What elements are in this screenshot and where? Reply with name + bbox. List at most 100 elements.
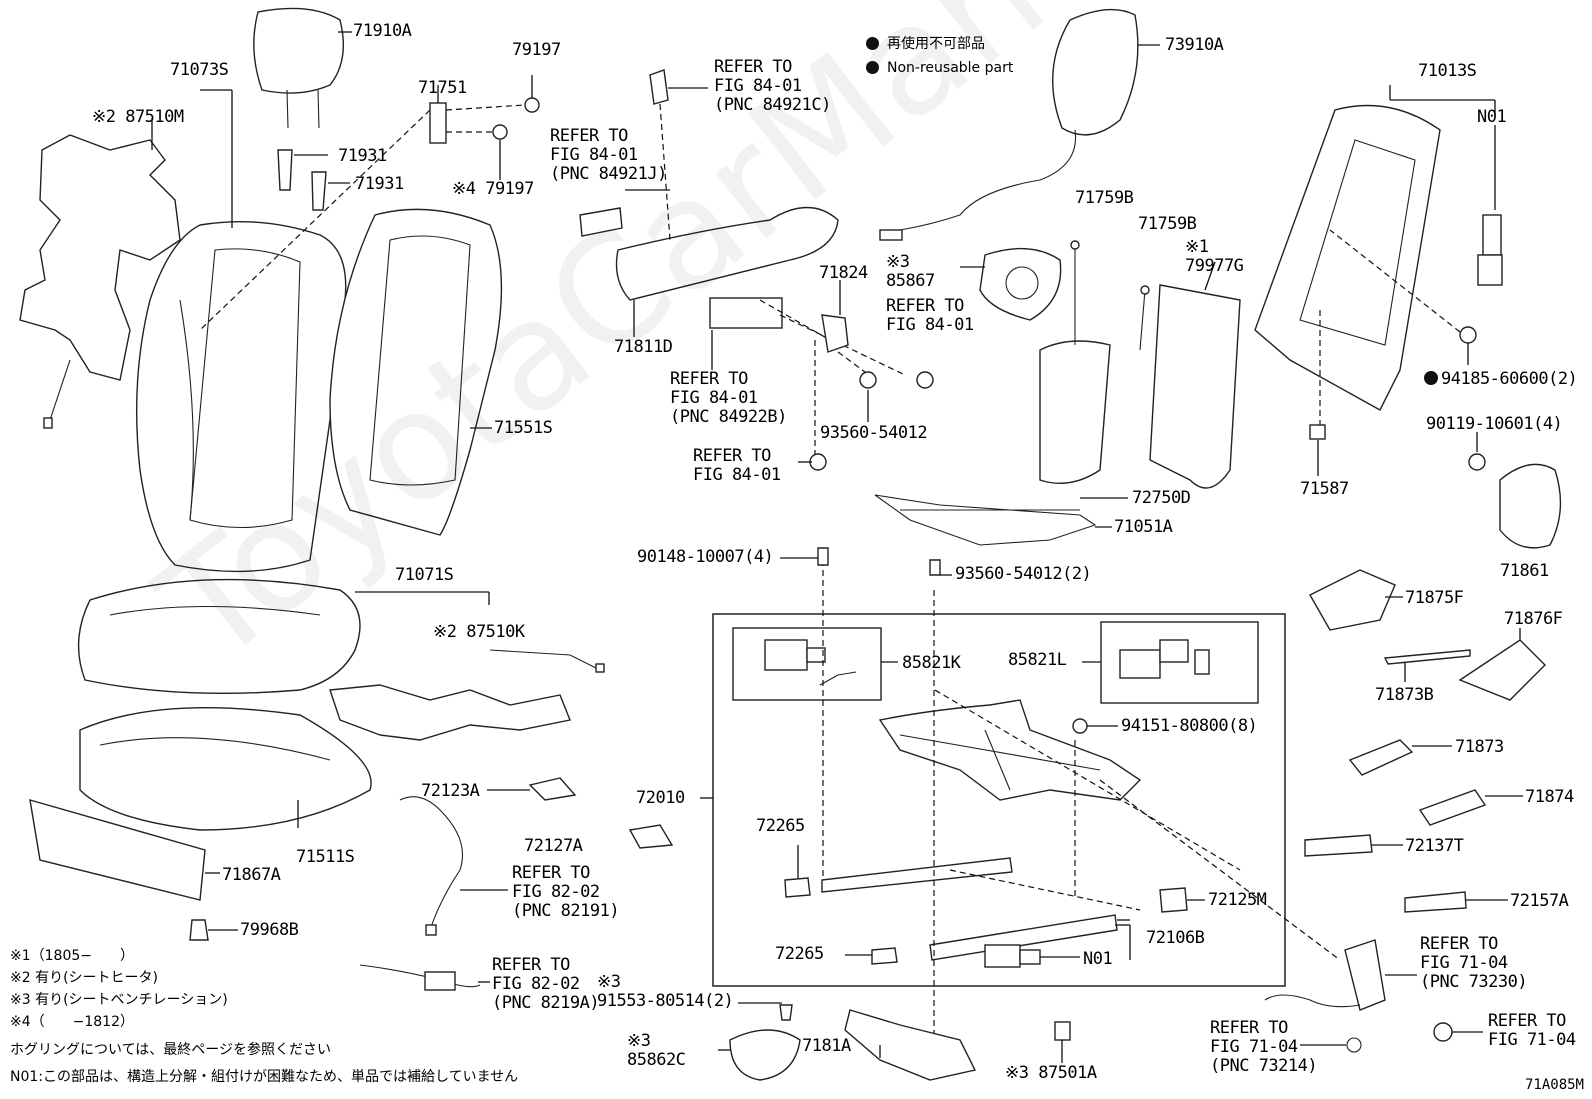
part-label: 71013S: [1418, 61, 1477, 81]
part-label: 71751: [418, 78, 467, 98]
part-label: 71867A: [222, 865, 281, 885]
part-label: 71861: [1500, 561, 1549, 581]
bolts-90148-93560: [780, 547, 952, 576]
brackets-72123A-72127A: [487, 777, 674, 849]
diagram-code: 71A085M: [1524, 1077, 1584, 1093]
headrest-drawing: [253, 7, 352, 129]
seatback-heater-mat: [19, 118, 181, 429]
note-1: ※1（1805− ）: [10, 948, 134, 964]
part-label: 71759B: [1075, 188, 1134, 208]
part-label: 71759B: [1138, 214, 1197, 234]
part-label: ※3 85862C: [627, 1031, 686, 1070]
clip-87501A: [1054, 1021, 1071, 1063]
part-label: 94151-80800(8): [1121, 716, 1258, 736]
part-label: ※3 91553-80514(2): [597, 972, 734, 1011]
part-label: 72106B: [1146, 928, 1205, 948]
part-label: ※3 87501A: [1005, 1063, 1097, 1083]
motor-85821K: [764, 639, 857, 686]
lumbar-72750D: [1039, 240, 1150, 499]
seatback-frame-71013S: [1254, 85, 1496, 411]
recliner-cover-71811D: [579, 69, 839, 337]
part-label: 72157A: [1510, 891, 1569, 911]
vent-harness-8219A: [359, 964, 490, 991]
motor-recliner: [1477, 214, 1503, 286]
part-label: 72137T: [1405, 836, 1464, 856]
note-4: ※4（ −1812）: [10, 1014, 134, 1030]
part-label: ※3 85867: [886, 252, 935, 291]
part-label: 85821K: [902, 653, 961, 673]
part-label: ※1 79977G: [1185, 237, 1244, 276]
part-label: 90119-10601(4): [1426, 414, 1563, 434]
part-label: 93560-54012(2): [955, 564, 1092, 584]
refer-label: REFER TO FIG 84-01: [886, 296, 974, 335]
cushion-harness-82191: [399, 796, 508, 936]
recliner-cover-71861: [1499, 463, 1562, 549]
part-label: 72750D: [1132, 488, 1191, 508]
part-label: 7181A: [802, 1036, 851, 1056]
refer-label: REFER TO FIG 71-04: [1488, 1011, 1576, 1050]
non-reusable-dot-icon: [866, 37, 879, 50]
part-label: 79197: [512, 40, 561, 60]
part-label: 71931: [355, 174, 404, 194]
note-2: ※2 有り(シートヒータ): [10, 970, 159, 986]
back-board-79977G: [1149, 261, 1241, 489]
bracket-71824: [798, 280, 934, 471]
part-label: 71874: [1525, 787, 1574, 807]
part-label: 72123A: [421, 781, 480, 801]
blower-85862C: [718, 1002, 801, 1081]
note-3: ※3 有り(シートベンチレーション): [10, 992, 228, 1008]
part-label: 71051A: [1114, 517, 1173, 537]
adjuster-box-72010: [700, 613, 1286, 987]
switch-84922B: [709, 297, 906, 376]
seat-frame-adjuster: [878, 699, 1142, 801]
part-label: 71071S: [395, 565, 454, 585]
seatback-pad: [329, 208, 503, 536]
part-label: N01: [1477, 107, 1507, 127]
part-label: ※4 79197: [452, 179, 534, 199]
part-label: 71073S: [170, 60, 229, 80]
part-label: N01: [1083, 949, 1113, 969]
covers-right: [1304, 569, 1546, 913]
motor-N01: [984, 944, 1080, 968]
note-n01: N01:この部品は、構造上分解・組付けが困難なため、単品では補給していません: [10, 1069, 519, 1085]
rails-72106B: [821, 857, 1141, 961]
part-label: 85821L: [1008, 650, 1067, 670]
part-label: 71876F: [1504, 609, 1563, 629]
vertical-dash-lines: [822, 560, 1341, 1040]
part-label: 94185-60600(2): [1441, 369, 1578, 389]
part-label: 72127A: [524, 836, 583, 856]
ecu-7181A: [844, 1009, 977, 1081]
seat-belt-buckle-73230: [1264, 939, 1483, 1053]
refer-label: REFER TO FIG 71-04 (PNC 73214): [1210, 1018, 1318, 1076]
clips-72265: [784, 845, 898, 965]
bracket-72125M: [1159, 887, 1205, 913]
clip-79968B: [189, 919, 238, 941]
side-airbag-73910A: [879, 8, 1160, 241]
part-label: 93560-54012: [820, 423, 928, 443]
part-label: 71824: [819, 263, 868, 283]
bolt-90119: [1319, 310, 1486, 471]
legend-jp: 再使用不可部品: [866, 33, 985, 53]
note-hog-ring: ホグリングについては、最終ページを参照ください: [10, 1042, 332, 1058]
blower-85867: [960, 247, 1062, 321]
guide-71751: [199, 75, 540, 331]
part-label: 71551S: [494, 418, 553, 438]
clips-71931: [277, 149, 350, 211]
refer-label: REFER TO FIG 84-01 (PNC 84922B): [670, 369, 787, 427]
part-label: 71873: [1455, 737, 1504, 757]
part-label: 72265: [756, 816, 805, 836]
seat-cushion-cover: [77, 578, 490, 695]
part-label: ※2 87510M: [92, 107, 184, 127]
part-label: 72010: [636, 788, 685, 808]
part-label: 71511S: [296, 847, 355, 867]
seatback-cover: [135, 89, 347, 573]
part-label: 72265: [775, 944, 824, 964]
part-label: 71875F: [1405, 588, 1464, 608]
refer-label: REFER TO FIG 84-01 (PNC 84921C): [714, 57, 831, 115]
part-label: 72125M: [1208, 890, 1267, 910]
part-label: 79968B: [240, 920, 299, 940]
seatback-spring-71051A: [874, 494, 1112, 546]
part-label: 71587: [1300, 479, 1349, 499]
